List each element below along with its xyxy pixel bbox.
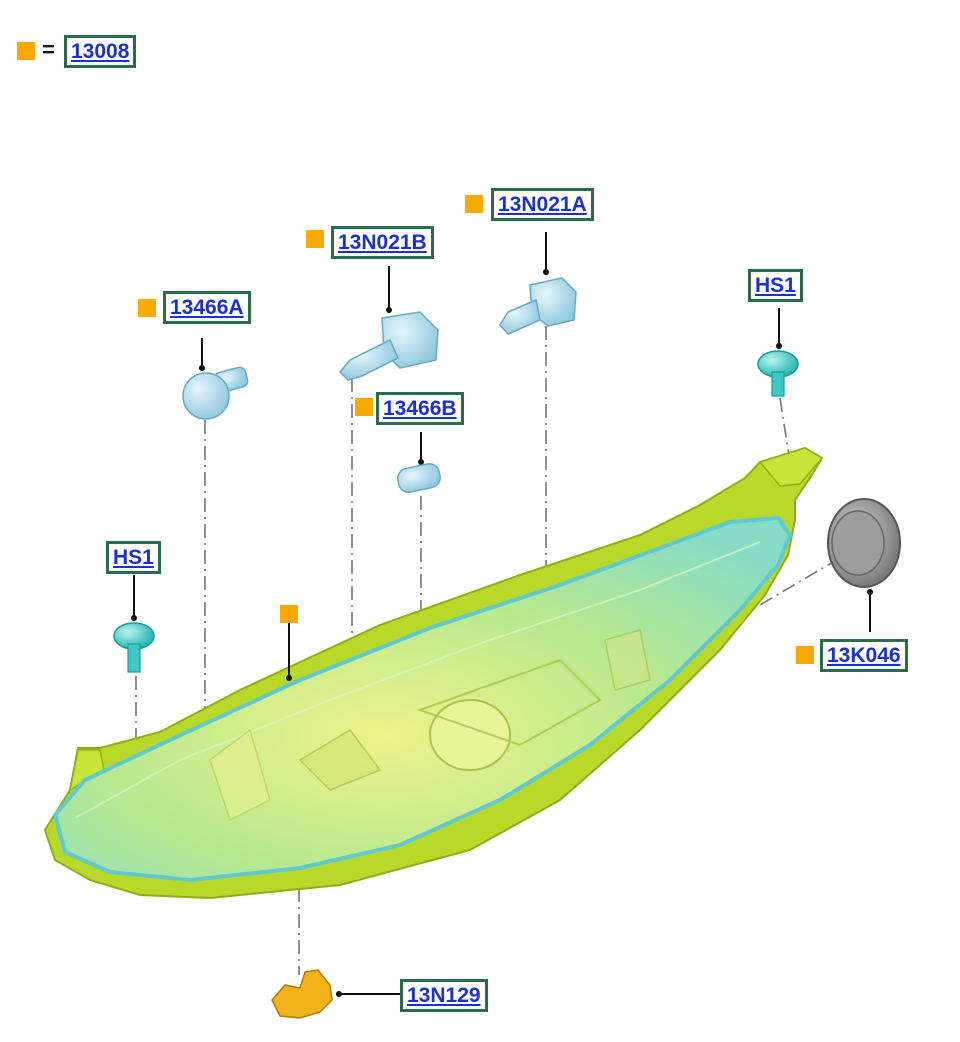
cap-13k046 (827, 498, 901, 632)
bracket-13n129 (271, 969, 402, 1019)
callout-13n021b[interactable]: 13N021B (331, 226, 434, 259)
assembly-lines (135, 326, 863, 975)
legend-marker (17, 42, 35, 60)
callout-hs1-left[interactable]: HS1 (106, 541, 161, 574)
bulb-13466a (182, 338, 249, 420)
screw-hs1-left (113, 575, 155, 673)
reflector-low-beam (298, 729, 382, 791)
mounting-tab-right (758, 447, 824, 487)
lens (52, 515, 793, 883)
reflector-frame (417, 658, 602, 747)
bulb-13n021b (338, 266, 439, 381)
marker-13k046 (796, 646, 814, 664)
marker-13466a (138, 299, 156, 317)
marker-13008-housing (280, 605, 298, 623)
reflector-indicator (209, 728, 271, 822)
marker-13466b (355, 398, 373, 416)
callout-13k046[interactable]: 13K046 (820, 639, 908, 672)
callout-hs1-right[interactable]: HS1 (748, 269, 803, 302)
bulb-13466a-globe (182, 372, 230, 420)
bulb-13n021a (499, 232, 577, 335)
callout-13008[interactable]: 13008 (64, 35, 137, 68)
bulb-13466b (397, 432, 441, 493)
callout-13n129[interactable]: 13N129 (400, 979, 488, 1012)
callout-13466b[interactable]: 13466B (376, 392, 464, 425)
marker-13n021b (306, 230, 324, 248)
legend-equals: = (42, 37, 55, 62)
lens-highlight (74, 541, 761, 819)
reflector-side (604, 629, 651, 691)
screw-hs1-right (757, 308, 799, 397)
callout-13n021a[interactable]: 13N021A (491, 188, 594, 221)
reflector-main (429, 699, 511, 771)
callout-13466a[interactable]: 13466A (163, 291, 251, 324)
marker-13n021a (465, 195, 483, 213)
headlamp-assembly (43, 446, 824, 900)
